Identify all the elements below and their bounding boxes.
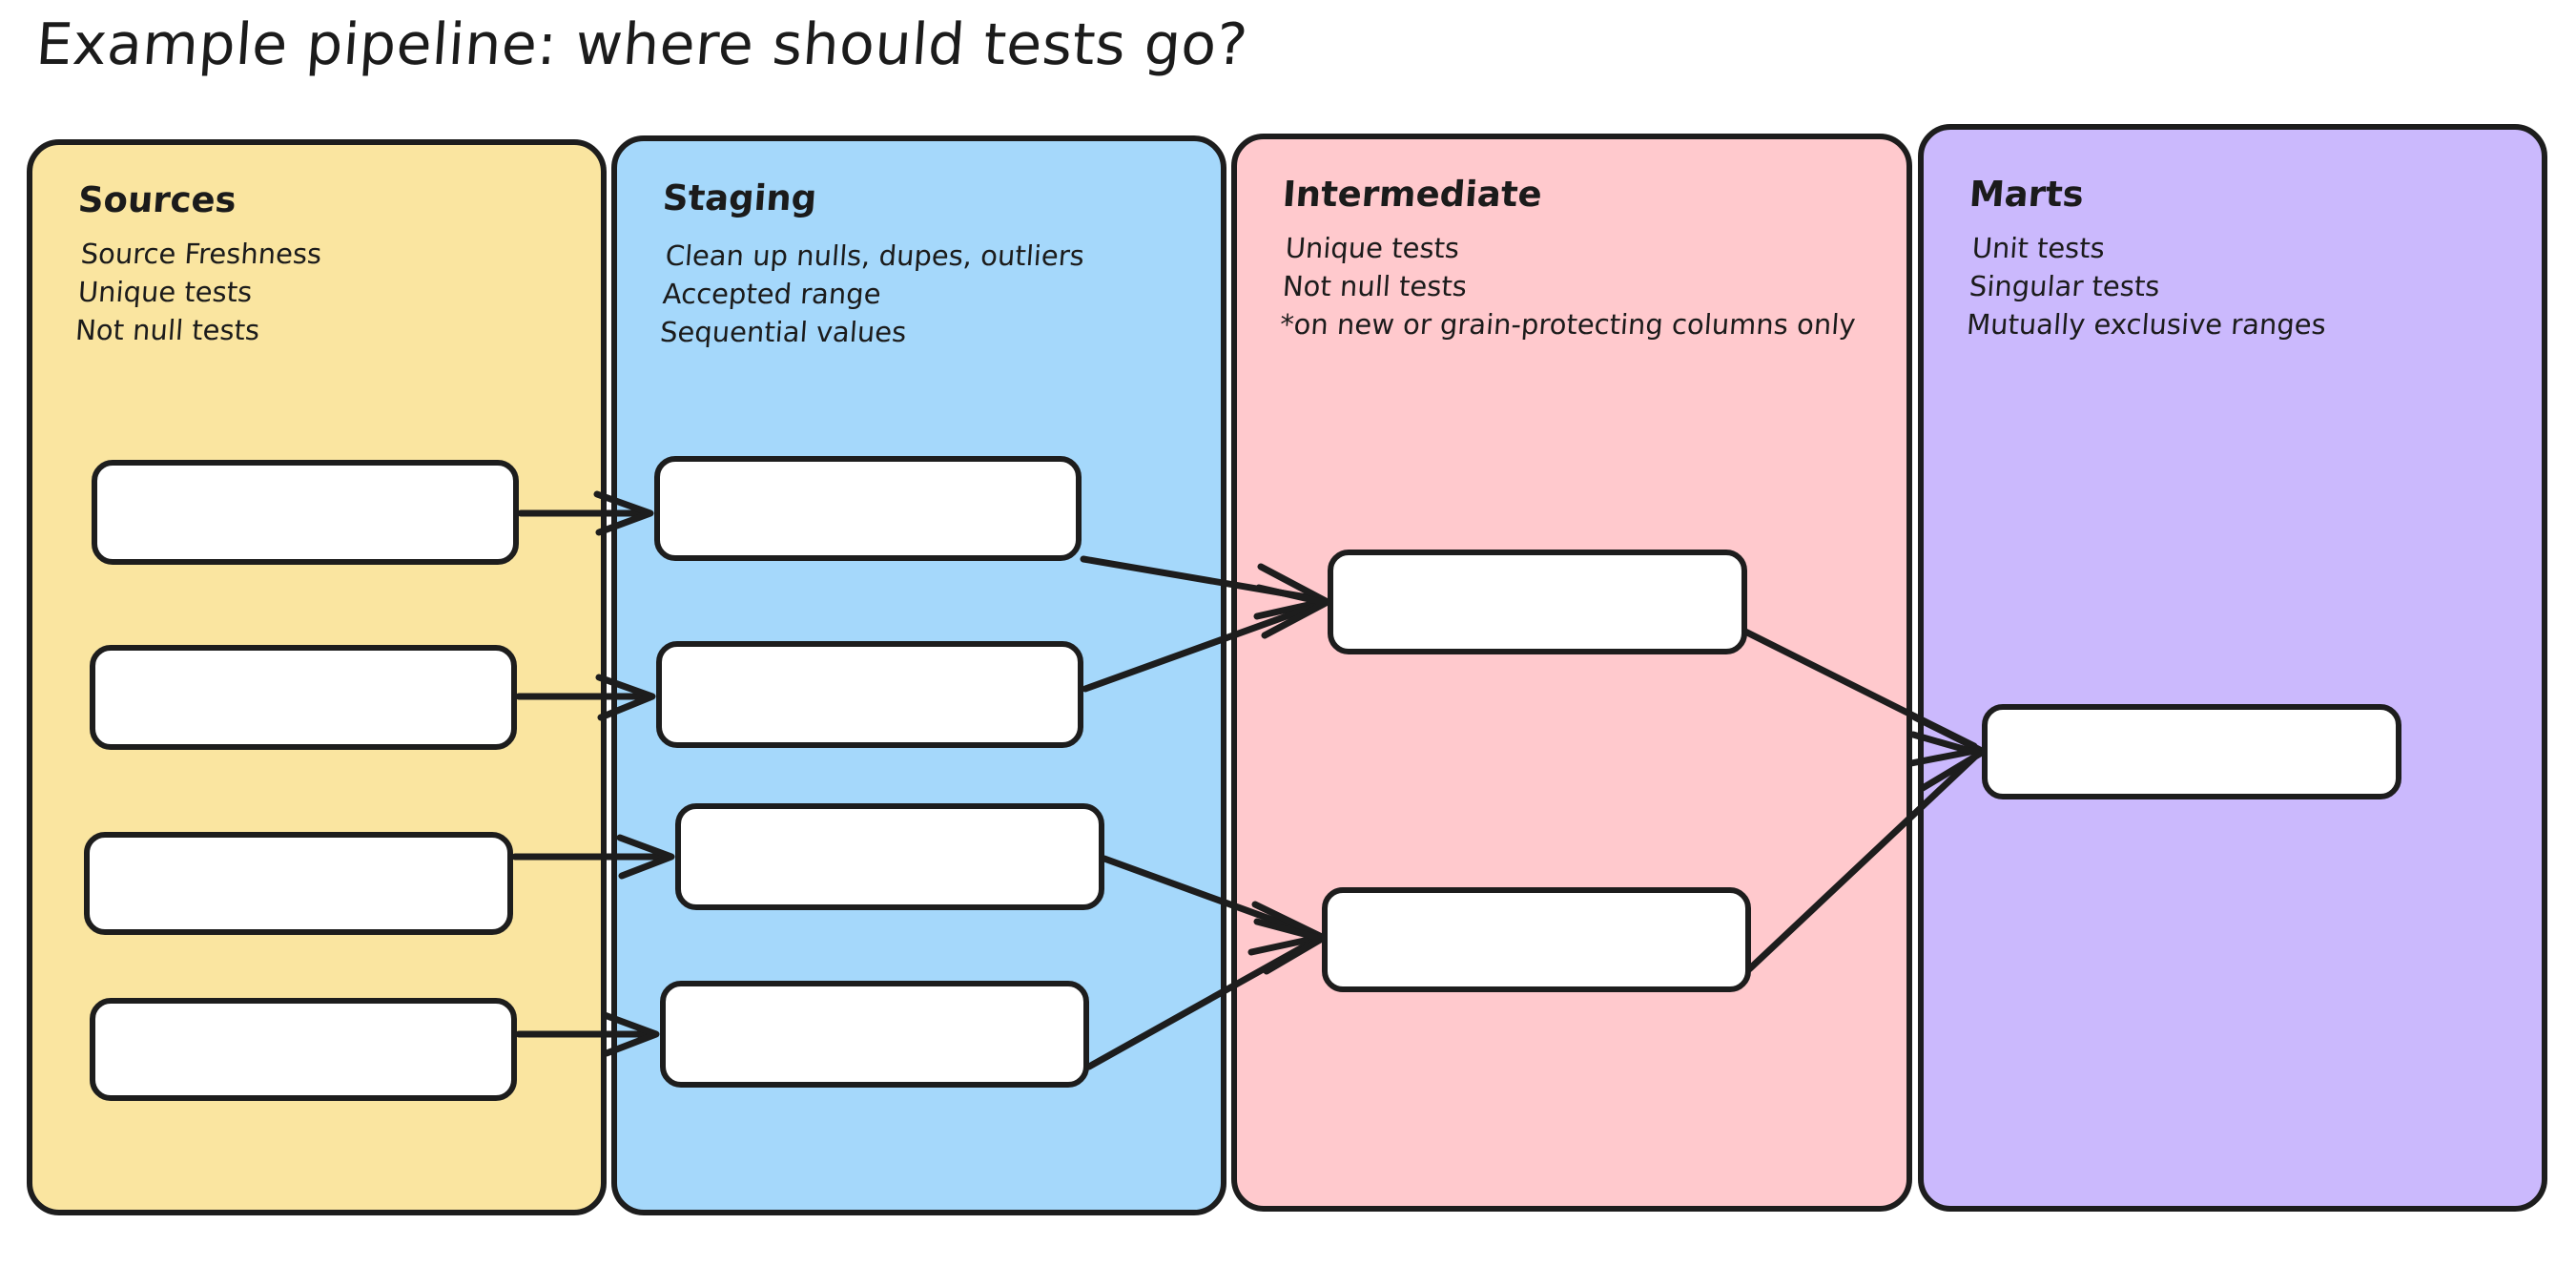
lane-list-item: Accepted range: [661, 278, 882, 310]
node-intermediate-2[interactable]: [1322, 887, 1751, 992]
lane-header-sources: Sources: [76, 179, 238, 220]
lane-list-item: Unique tests: [1284, 232, 1461, 264]
lane-list-item: Singular tests: [1968, 270, 2161, 302]
node-staging-4[interactable]: [660, 981, 1089, 1088]
lane-header-intermediate: Intermediate: [1281, 174, 1544, 215]
node-staging-2[interactable]: [656, 641, 1083, 748]
lane-list-intermediate: Unique tests Not null tests *on new or g…: [1279, 229, 1863, 343]
node-staging-1[interactable]: [654, 456, 1082, 561]
lane-intermediate: Intermediate Unique tests Not null tests…: [1231, 134, 1912, 1212]
lane-list-sources: Source Freshness Unique tests Not null t…: [74, 235, 323, 349]
lane-marts: Marts Unit tests Singular tests Mutually…: [1918, 124, 2547, 1212]
lane-list-item: Sequential values: [659, 316, 908, 348]
node-staging-3[interactable]: [675, 803, 1104, 910]
lane-list-item: *on new or grain-protecting columns only: [1279, 308, 1857, 341]
node-mart-1[interactable]: [1982, 704, 2401, 799]
lane-header-marts: Marts: [1968, 174, 2086, 215]
node-intermediate-1[interactable]: [1328, 550, 1747, 654]
node-source-2[interactable]: [90, 645, 517, 750]
lane-list-item: Mutually exclusive ranges: [1966, 308, 2328, 341]
lane-list-item: Not null tests: [74, 314, 261, 346]
page-title: Example pipeline: where should tests go?: [33, 11, 1250, 78]
lane-list-item: Unique tests: [76, 276, 254, 308]
lane-list-item: Unit tests: [1970, 232, 2107, 264]
node-source-1[interactable]: [92, 460, 519, 565]
node-source-4[interactable]: [90, 998, 517, 1101]
lane-list-marts: Unit tests Singular tests Mutually exclu…: [1966, 229, 2333, 343]
node-source-3[interactable]: [84, 832, 513, 935]
lane-list-staging: Clean up nulls, dupes, outliers Accepted…: [659, 237, 1085, 351]
lane-list-item: Not null tests: [1281, 270, 1469, 302]
lane-list-item: Source Freshness: [79, 238, 323, 270]
lane-list-item: Clean up nulls, dupes, outliers: [664, 239, 1086, 272]
lane-header-staging: Staging: [661, 177, 818, 218]
